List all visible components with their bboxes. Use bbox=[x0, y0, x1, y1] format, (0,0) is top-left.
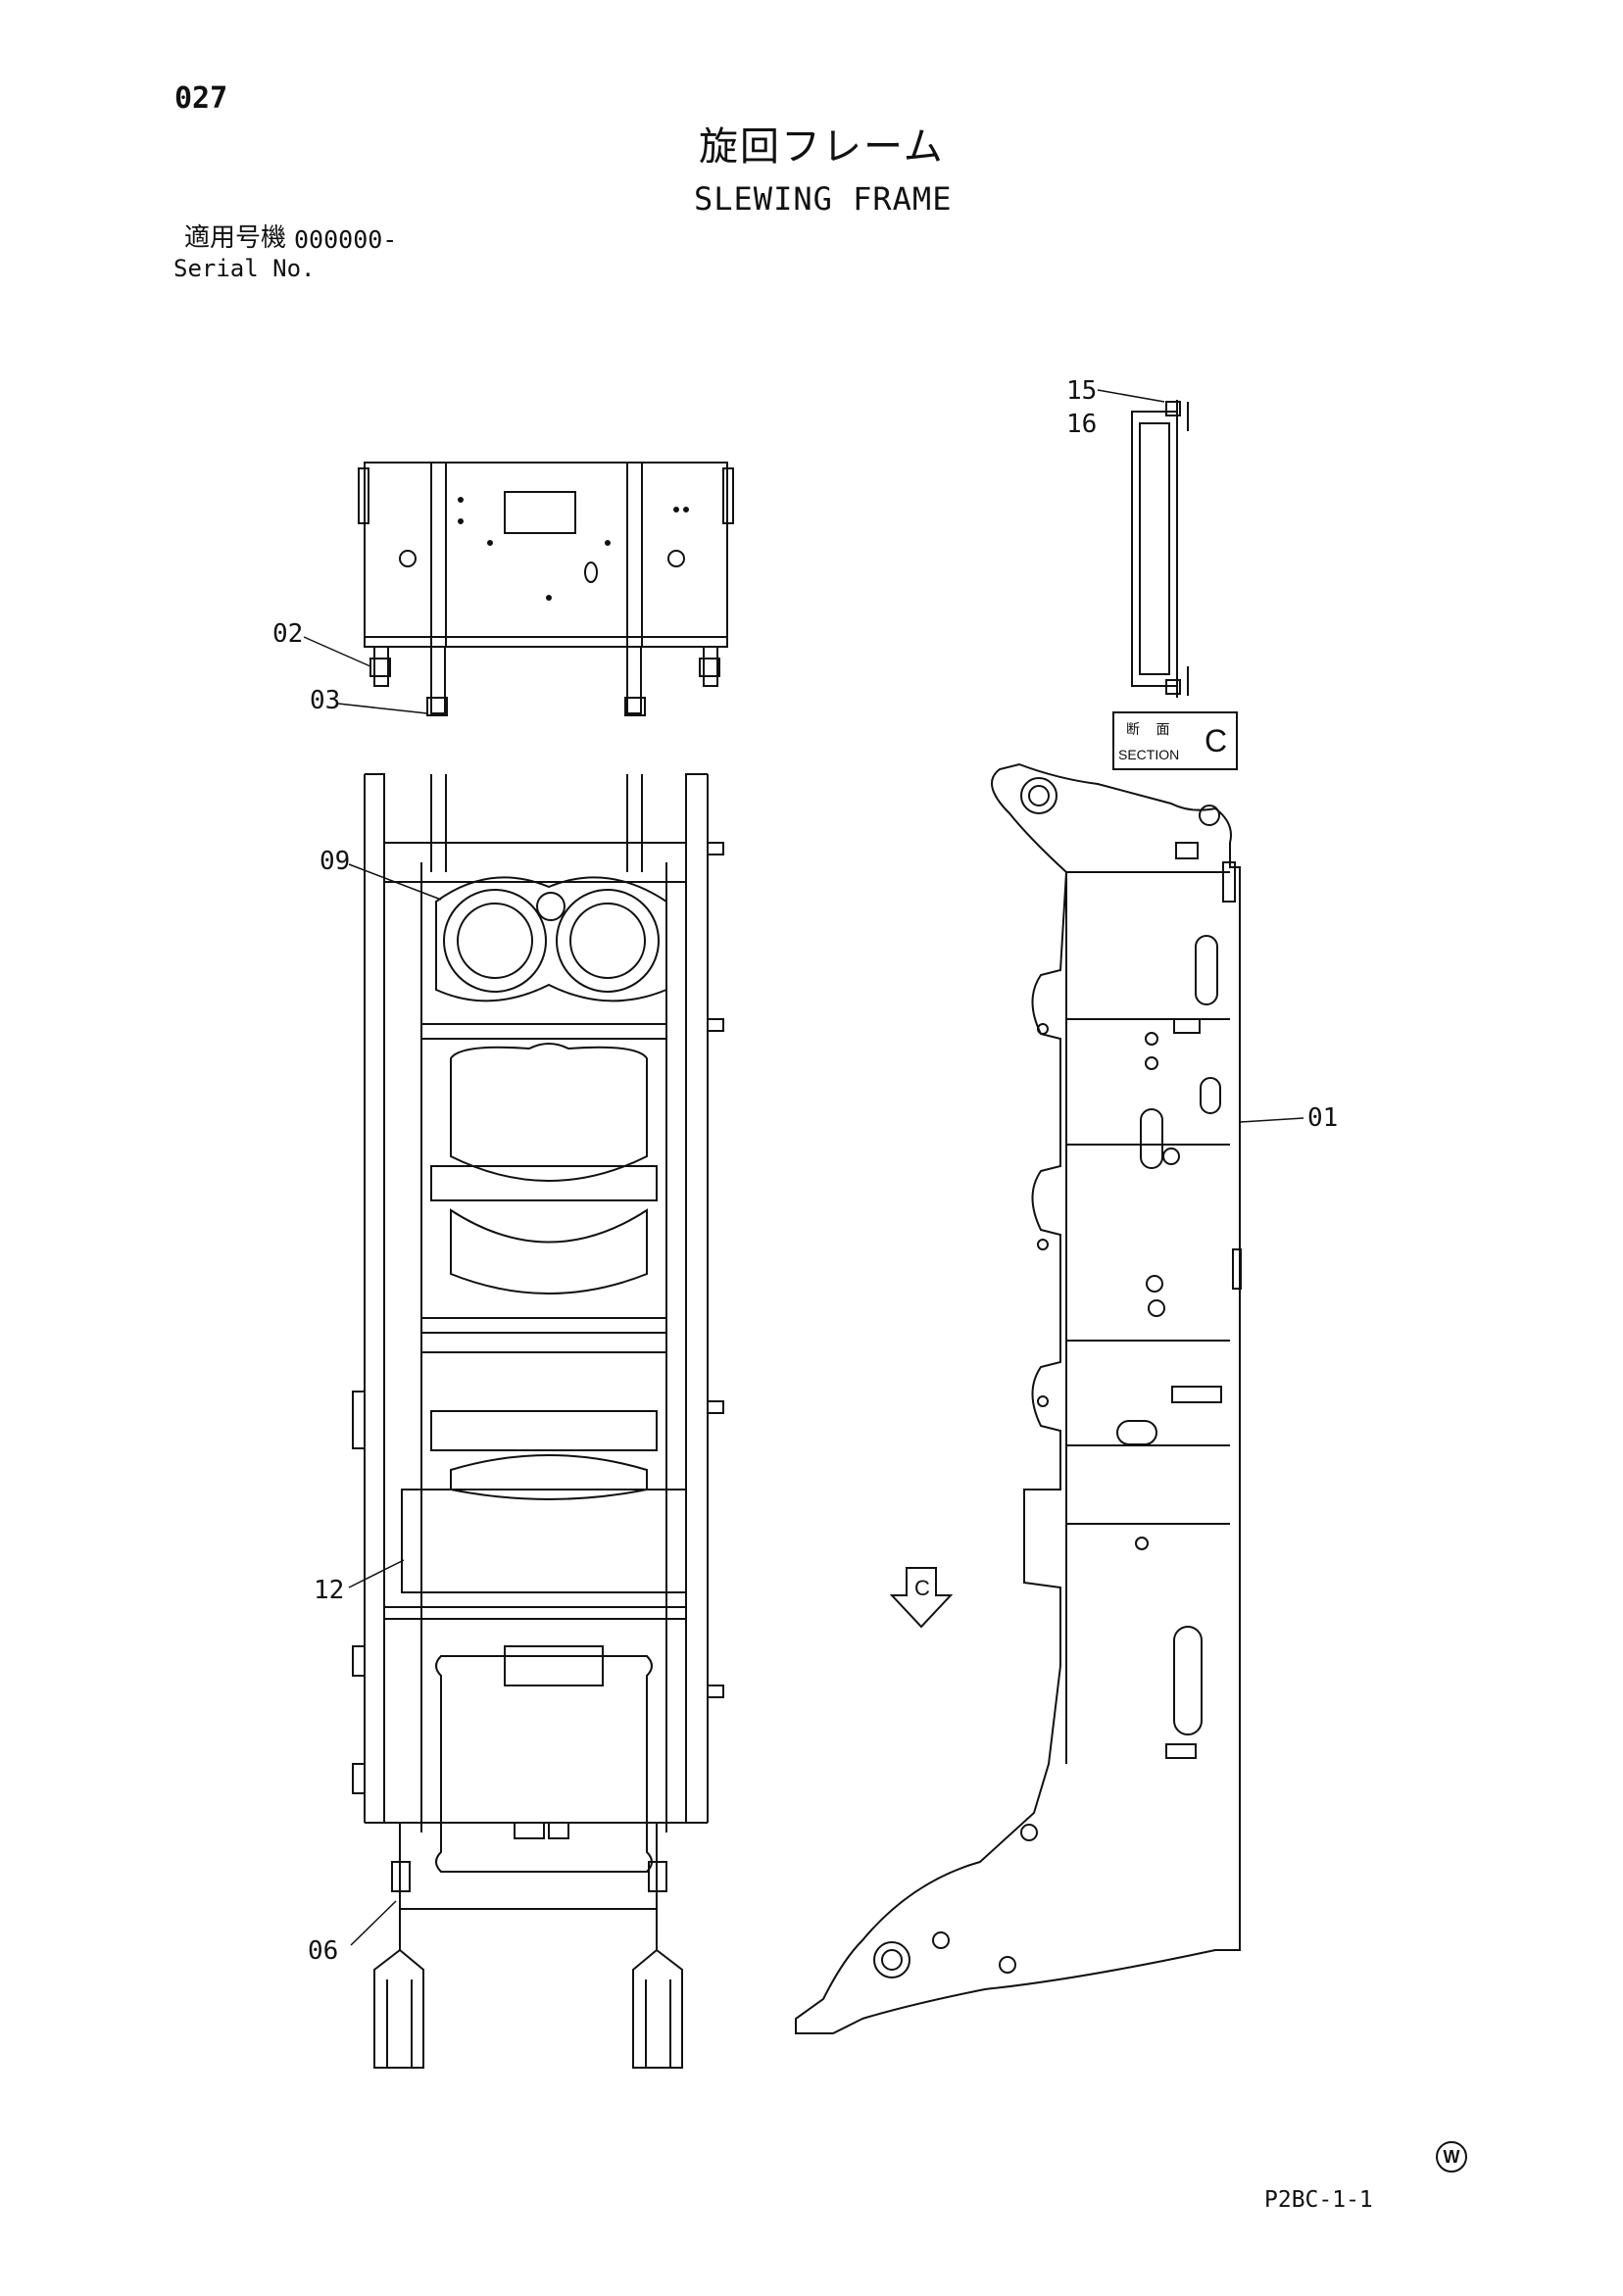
callout-03: 03 bbox=[310, 686, 341, 715]
section-label-en: SECTION bbox=[1118, 747, 1180, 762]
callout-06: 06 bbox=[308, 1936, 339, 1966]
callout-02: 02 bbox=[272, 619, 304, 649]
callout-12: 12 bbox=[314, 1576, 345, 1605]
page-code: P2BC-1-1 bbox=[1264, 2187, 1373, 2213]
serial-value: 000000- bbox=[294, 225, 398, 254]
front-view bbox=[358, 462, 734, 716]
serial-label-jp: 適用号機 bbox=[184, 223, 287, 253]
callout-15: 15 bbox=[1066, 376, 1098, 406]
w-mark-icon: W bbox=[1436, 2141, 1467, 2173]
callout-16: 16 bbox=[1066, 410, 1098, 439]
callout-09: 09 bbox=[320, 847, 351, 876]
view-arrow-c bbox=[889, 1567, 954, 1629]
page-number: 027 bbox=[174, 81, 228, 116]
callout-01: 01 bbox=[1307, 1103, 1339, 1133]
section-label-jp: 断 面 bbox=[1126, 722, 1176, 738]
page-title-jp: 旋回フレーム bbox=[699, 124, 945, 170]
section-marker: 断 面 SECTION C bbox=[1112, 711, 1238, 770]
plan-view bbox=[352, 773, 724, 2069]
view-arrow-letter: C bbox=[914, 1576, 930, 1600]
side-view bbox=[795, 762, 1242, 2034]
serial-label-en: Serial No. bbox=[173, 255, 316, 282]
page-title-en: SLEWING FRAME bbox=[694, 180, 953, 218]
section-letter: C bbox=[1205, 723, 1228, 758]
leader-lines bbox=[303, 389, 1304, 1946]
section-c-view bbox=[1131, 400, 1189, 698]
